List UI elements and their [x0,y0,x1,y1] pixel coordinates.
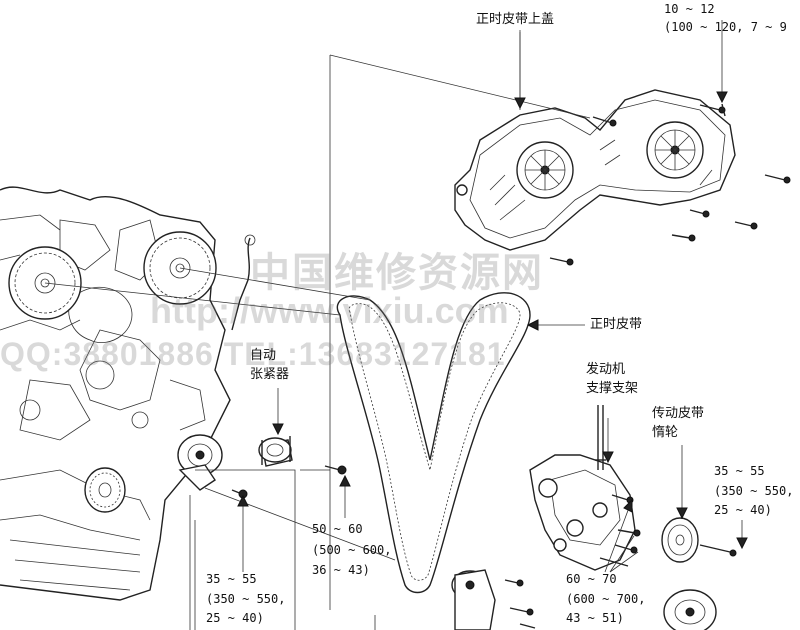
crank-pulley-part [663,589,717,630]
dipstick-tube [231,237,251,331]
torque-left-line2: (350 ~ 550, [206,592,286,606]
engine-bracket-part [529,405,636,571]
torque-bracket-line1: 60 ~ 70 [566,572,617,586]
torque-left-line3: 25 ~ 40) [206,611,264,625]
label-engine-bracket-line1: 发动机 [586,362,626,377]
lower-idler-part [451,569,536,630]
label-timing-belt: 正时皮带 [590,317,643,332]
drive-belt-idler-part [661,517,737,563]
torque-top-right-line2: (100 ~ 120, 7 ~ 9 [664,20,787,34]
torque-right-line2: (350 ~ 550, [714,484,794,498]
torque-top-right-line1: 10 ~ 12 [664,2,715,16]
cover-bolts [549,103,791,266]
label-idler-line2: 惰轮 [652,425,679,440]
upper-cover-part [454,89,736,251]
torque-bracket-line2: (600 ~ 700, [566,592,646,606]
torque-right-line3: 25 ~ 40) [714,503,772,517]
torque-right-line1: 35 ~ 55 [714,464,765,478]
auto-tensioner-part [258,436,293,467]
label-upper-cover: 正时皮带上盖 [476,12,555,27]
torque-tensioner-line3: 36 ~ 43) [312,563,370,577]
torque-left-line1: 35 ~ 55 [206,572,257,586]
leader-lines [194,20,748,630]
label-auto-tensioner-line1: 自动 [250,348,277,363]
crank-sprocket [84,467,126,513]
watermark-url: http://www.vixiu.com [150,290,509,331]
torque-tensioner-line2: (500 ~ 600, [312,543,392,557]
torque-tensioner-line1: 50 ~ 60 [312,522,363,536]
tensioner-pulley-part [177,434,223,491]
torque-bracket-line3: 43 ~ 51) [566,611,624,625]
watermark-contact: QQ:38801886 TEL:13683127181 [0,336,506,372]
label-auto-tensioner-line2: 张紧器 [250,367,290,382]
timing-belt-part [336,292,531,594]
label-engine-bracket-line2: 支撑支架 [586,381,639,396]
label-idler-line1: 传动皮带 [652,406,705,421]
watermark-title: 中国维修资源网 [250,251,544,295]
